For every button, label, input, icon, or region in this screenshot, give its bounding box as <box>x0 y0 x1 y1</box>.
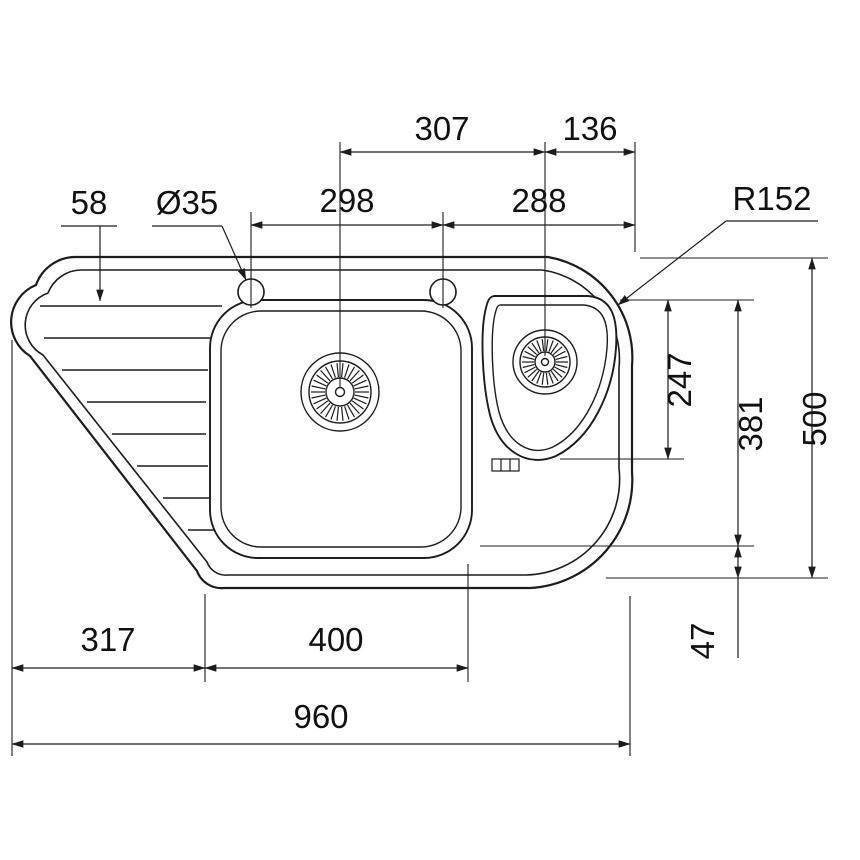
dim-247-label: 247 <box>661 352 698 407</box>
dim-317-label: 317 <box>80 621 135 658</box>
dim-500-label: 500 <box>796 391 833 446</box>
dimension-lines <box>11 148 818 748</box>
main-bowl-outer <box>209 299 473 559</box>
dim-381-label: 381 <box>732 396 769 451</box>
small-bowl-inner <box>491 304 609 451</box>
dim-960-label: 960 <box>293 698 348 735</box>
dim-136-label: 136 <box>562 110 617 147</box>
leader-r152 <box>617 220 727 306</box>
leader-dia35 <box>221 225 247 281</box>
sink-body <box>10 255 634 590</box>
dim-288-label: 288 <box>511 182 566 219</box>
dimension-labels: 307 136 298 288 58 Ø35 R152 247 381 500 … <box>71 110 833 735</box>
dim-307-label: 307 <box>414 110 469 147</box>
drainer-grooves <box>40 305 222 531</box>
dim-58-label: 58 <box>71 184 108 221</box>
dim-r152-label: R152 <box>733 180 812 217</box>
dim-dia35-label: Ø35 <box>156 184 218 221</box>
main-bowl-inner <box>220 310 462 548</box>
dim-47-label: 47 <box>684 623 721 660</box>
extension-lines <box>11 142 828 756</box>
brand-mark <box>491 458 520 472</box>
dim-400-label: 400 <box>308 621 363 658</box>
dim-298-label: 298 <box>319 182 374 219</box>
